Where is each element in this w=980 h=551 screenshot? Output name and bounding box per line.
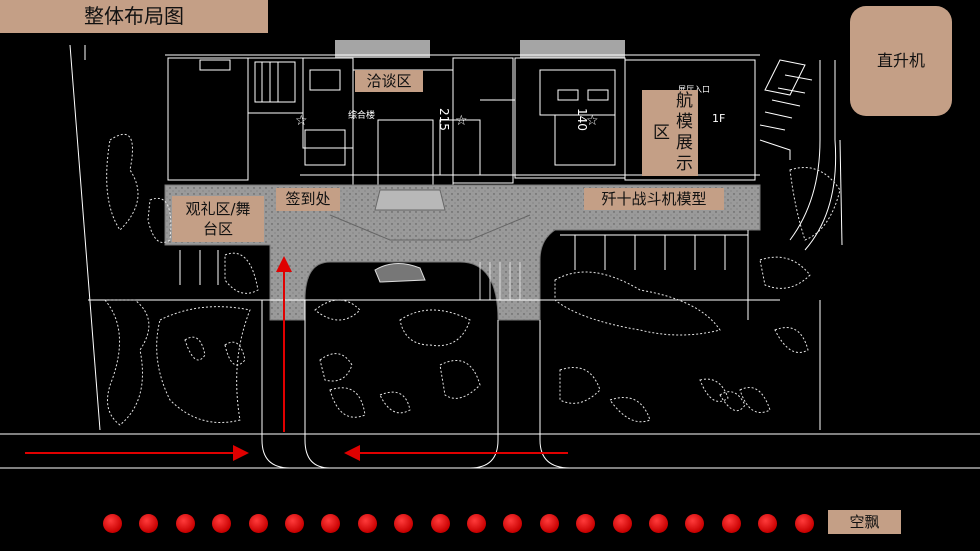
svg-text:综合楼: 综合楼	[348, 109, 375, 121]
balloon-marker	[212, 514, 232, 533]
balloon-marker	[503, 514, 523, 533]
parking-stripes	[179, 59, 837, 285]
plaza	[164, 184, 761, 321]
page-title: 整体布局图	[0, 0, 268, 33]
balloon-marker	[394, 514, 414, 533]
balloon-marker	[612, 514, 632, 533]
svg-text:1F: 1F	[712, 112, 725, 125]
balloon-marker	[467, 514, 486, 533]
helicopter-label: 直升机	[850, 6, 952, 116]
balloon-marker	[285, 514, 304, 533]
zone-negotiation: 洽谈区	[355, 70, 423, 92]
svg-text:展厅入口: 展厅入口	[678, 85, 710, 94]
zone-signin: 签到处	[276, 188, 340, 211]
flow-arrows	[25, 256, 568, 461]
balloon-marker	[539, 514, 559, 533]
balloon-marker	[649, 514, 668, 533]
balloon-marker	[321, 514, 341, 533]
svg-text:☆: ☆	[295, 113, 308, 129]
balloon-marker	[175, 514, 195, 533]
balloon-marker	[357, 514, 377, 533]
balloon-marker	[576, 514, 596, 533]
balloon-marker	[758, 514, 778, 533]
svg-text:140: 140	[575, 108, 589, 131]
balloon-marker	[103, 514, 122, 533]
balloon-marker	[794, 514, 814, 533]
building-block: 综合楼 215 140 展厅入口 1F ☆ ☆ ☆	[165, 40, 760, 191]
legend-balloon-label: 空飘	[828, 510, 901, 534]
zone-jet-model: 歼十战斗机模型	[584, 188, 724, 210]
site-lines	[0, 44, 980, 469]
crosswalk	[479, 262, 521, 300]
svg-text:☆: ☆	[455, 113, 468, 129]
svg-text:215: 215	[437, 108, 451, 131]
zone-ceremony: 观礼区/舞台区	[172, 196, 264, 242]
svg-text:☆: ☆	[586, 113, 599, 129]
balloon-marker	[139, 514, 159, 533]
balloon-marker	[721, 514, 741, 533]
landscape-planting	[103, 133, 841, 426]
zone-aero-model: 航模展示区	[642, 90, 698, 176]
balloon-marker	[430, 514, 450, 533]
balloon-marker	[248, 514, 268, 533]
balloon-marker	[685, 514, 705, 533]
